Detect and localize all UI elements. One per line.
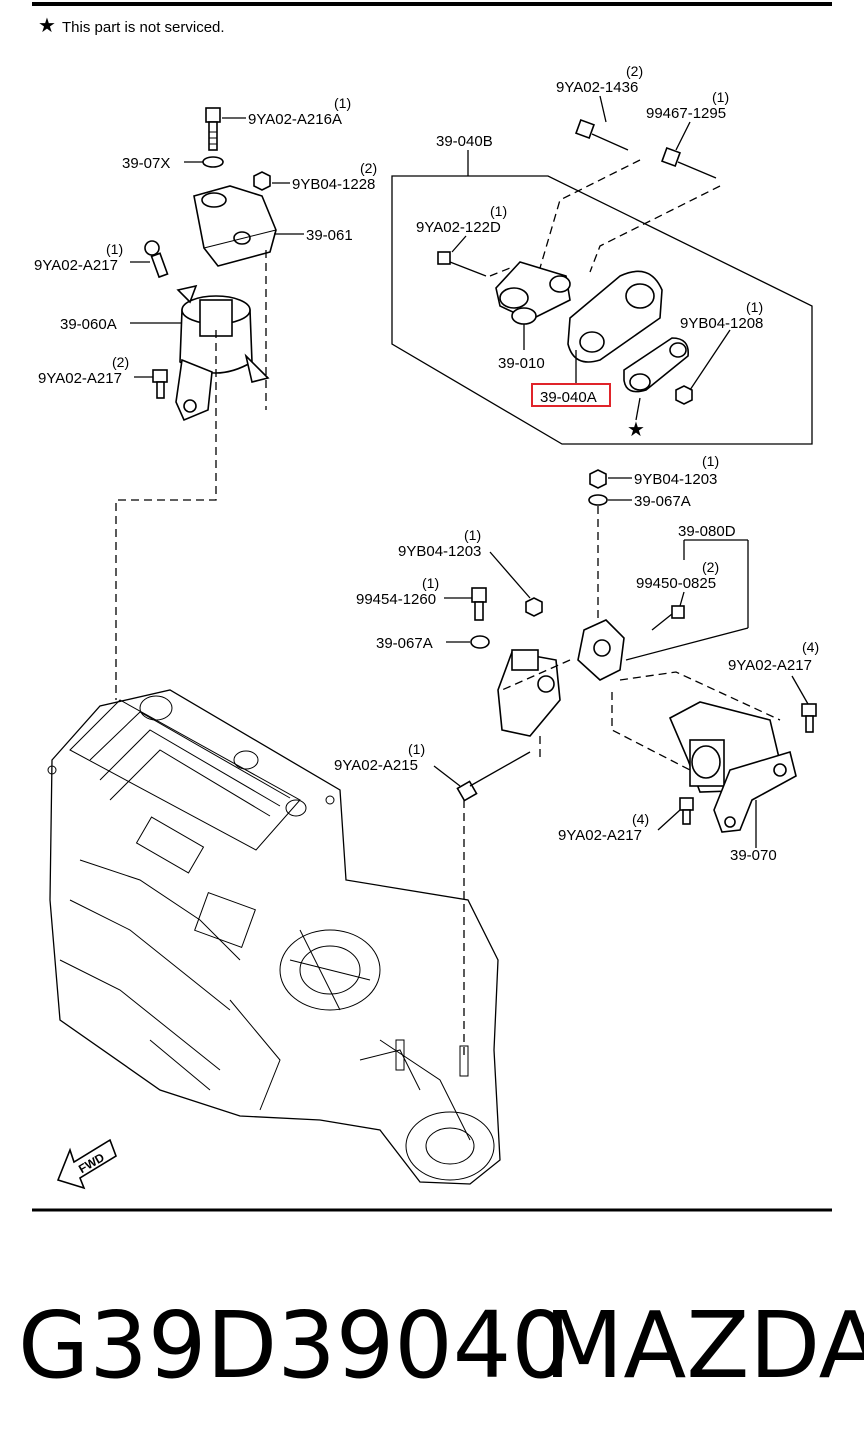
- label-9ya02-122d: 9YA02-122D: [416, 219, 501, 236]
- washer-39-07x[interactable]: [202, 156, 224, 168]
- part-number: G39D39040: [18, 1292, 570, 1399]
- label-99450-0825: 99450-0825: [636, 575, 716, 592]
- label-39-040a: 39-040A: [540, 389, 597, 406]
- label-39-067a-top: 39-067A: [634, 493, 691, 510]
- qty-a217-bottom: (4): [632, 811, 649, 827]
- qty-1260: (1): [422, 575, 439, 591]
- nut-1228[interactable]: [253, 171, 271, 191]
- qty-a217-right: (4): [802, 639, 819, 655]
- washer-39-067a-mid[interactable]: [470, 635, 490, 649]
- highlight-box-39-040a: [531, 383, 611, 407]
- bolt-1295[interactable]: [661, 147, 717, 179]
- fwd-arrow-icon: FWD: [56, 1138, 117, 1190]
- bolt-a217-left[interactable]: [144, 240, 169, 279]
- label-99454-1260: 99454-1260: [356, 591, 436, 608]
- label-99467-1295: 99467-1295: [646, 105, 726, 122]
- label-9yb04-1208: 9YB04-1208: [680, 315, 763, 332]
- bracket-39-061[interactable]: [193, 185, 277, 267]
- mount-39-070[interactable]: [668, 701, 797, 833]
- label-9yb04-1203-mid: 9YB04-1203: [398, 543, 481, 560]
- bracket-39-080d[interactable]: [577, 619, 625, 681]
- label-9ya02-a215: 9YA02-A215: [334, 757, 418, 774]
- label-39-07x: 39-07X: [122, 155, 170, 172]
- label-9ya02-a216a: 9YA02-A216A: [248, 111, 342, 128]
- bolt-a217-bottom[interactable]: [679, 797, 694, 825]
- qty-a215: (1): [408, 741, 425, 757]
- torque-rod-39-040a[interactable]: [567, 270, 663, 363]
- qty-1203-top: (1): [702, 453, 719, 469]
- qty-a217-left: (1): [106, 241, 123, 257]
- qty-122d: (1): [490, 203, 507, 219]
- label-39-060a: 39-060A: [60, 316, 117, 333]
- bolt-1436[interactable]: [575, 119, 629, 151]
- qty-1436: (2): [626, 63, 643, 79]
- bolt-0825[interactable]: [651, 605, 685, 631]
- bolt-a215[interactable]: [456, 751, 531, 802]
- engine-transmission-illustration: [47, 689, 501, 1185]
- label-39-040b: 39-040B: [436, 133, 493, 150]
- left-engine-mount-group: [115, 107, 304, 700]
- label-9ya02-1436: 9YA02-1436: [556, 79, 638, 96]
- qty-216a: (1): [334, 95, 351, 111]
- bush-39-010[interactable]: [495, 261, 571, 325]
- qty-a217-left2: (2): [112, 354, 129, 370]
- star-icon-2: ★: [627, 417, 645, 441]
- nut-1208[interactable]: [675, 385, 693, 405]
- star-icon: ★: [38, 13, 56, 37]
- label-39-061: 39-061: [306, 227, 353, 244]
- label-39-067a-mid: 39-067A: [376, 635, 433, 652]
- label-39-080d: 39-080D: [678, 523, 736, 540]
- label-9ya02-a217-left: 9YA02-A217: [34, 257, 118, 274]
- qty-0825: (2): [702, 559, 719, 575]
- mount-bracket-center[interactable]: [497, 649, 561, 737]
- mid-right-mount-group: [433, 469, 817, 1060]
- subassembly-39-040b: ★: [391, 95, 813, 445]
- nut-1203-top[interactable]: [589, 469, 607, 489]
- mount-39-060a[interactable]: [175, 284, 270, 422]
- bolt-a217-right[interactable]: [801, 703, 817, 733]
- bolt-122d[interactable]: [437, 251, 487, 277]
- label-39-070: 39-070: [730, 847, 777, 864]
- bolt-1260[interactable]: [471, 587, 487, 621]
- bolt-a217-left2[interactable]: [152, 369, 168, 399]
- legend-note: This part is not serviced.: [62, 19, 225, 36]
- label-9yb04-1228: 9YB04-1228: [292, 176, 375, 193]
- brand-name: MAZDA: [544, 1292, 864, 1399]
- label-9yb04-1203-top: 9YB04-1203: [634, 471, 717, 488]
- caption: G39D39040 MAZDA: [0, 1286, 864, 1406]
- bolt-216a[interactable]: [205, 107, 221, 151]
- label-9ya02-a217-right: 9YA02-A217: [728, 657, 812, 674]
- qty-1228: (2): [360, 160, 377, 176]
- label-9ya02-a217-bottom: 9YA02-A217: [558, 827, 642, 844]
- qty-1208: (1): [746, 299, 763, 315]
- washer-39-067a-top[interactable]: [588, 494, 608, 506]
- label-39-010: 39-010: [498, 355, 545, 372]
- nut-1203-mid[interactable]: [525, 597, 543, 617]
- qty-1203-mid: (1): [464, 527, 481, 543]
- label-9ya02-a217-left2: 9YA02-A217: [38, 370, 122, 387]
- link-star-part[interactable]: [623, 337, 689, 393]
- qty-1295: (1): [712, 89, 729, 105]
